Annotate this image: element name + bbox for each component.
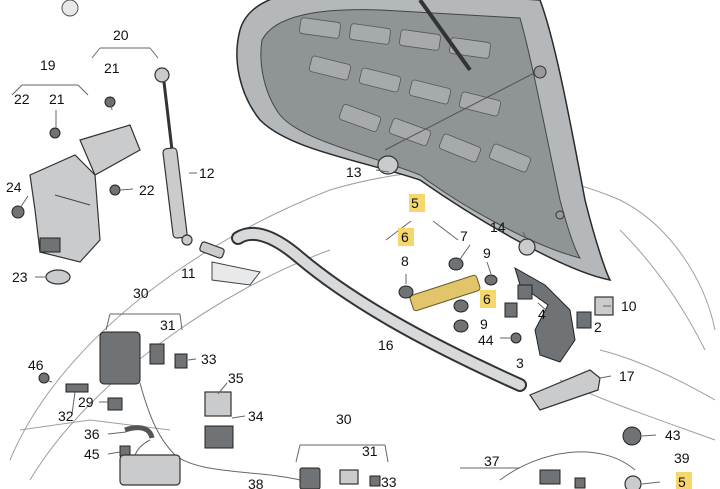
callout-4: 4 (538, 306, 546, 322)
callout-14: 14 (490, 219, 506, 235)
callout-17: 17 (619, 368, 635, 384)
callout-29: 29 (78, 394, 94, 410)
callout-8: 8 (401, 253, 409, 269)
callout-31-upper: 31 (160, 317, 176, 333)
hood-latch-lower (299, 467, 381, 489)
callout-44: 44 (478, 332, 494, 348)
callout-2: 2 (594, 319, 602, 335)
callout-39: 39 (674, 450, 690, 466)
callout-34: 34 (248, 408, 264, 424)
callout-9-lower: 9 (480, 316, 488, 332)
callout-35: 35 (228, 370, 244, 386)
callout-10: 10 (621, 298, 637, 314)
callout-30-upper: 30 (133, 285, 149, 301)
callout-6-lower: 6 (483, 291, 491, 307)
callout-24: 24 (6, 179, 22, 195)
callout-20: 20 (113, 27, 129, 43)
callout-23: 23 (12, 269, 28, 285)
hood-panel (236, 0, 612, 282)
leader-lines (11, 47, 661, 485)
callout-13: 13 (346, 164, 362, 180)
callout-21-left: 21 (49, 91, 65, 107)
callout-11: 11 (181, 265, 196, 281)
callout-22-left: 22 (14, 91, 30, 107)
callout-9-upper: 9 (483, 245, 491, 261)
strut-parts-center (377, 155, 498, 333)
callout-12: 12 (199, 165, 215, 181)
clip-11 (199, 241, 261, 286)
callout-46: 46 (28, 357, 44, 373)
callout-5: 5 (411, 195, 419, 211)
callout-33-upper: 33 (201, 351, 217, 367)
callout-32: 32 (58, 408, 74, 424)
callout-19: 19 (40, 57, 56, 73)
highlight-6a (398, 228, 414, 246)
callout-labels: 19 20 21 22 21 22 24 23 12 13 5 6 7 8 9 … (6, 27, 690, 489)
callout-31-lower: 31 (362, 443, 378, 459)
buffers-right (499, 426, 642, 489)
highlight-5 (409, 194, 425, 212)
hood-hinge-left (29, 124, 141, 263)
gas-strut (154, 67, 193, 246)
callout-22-right: 22 (139, 182, 155, 198)
highlight-6b (480, 290, 496, 308)
callout-38: 38 (248, 476, 264, 489)
callout-21-upper: 21 (104, 60, 120, 76)
callout-3: 3 (516, 355, 524, 371)
callout-5-lower: 5 (678, 474, 686, 489)
callout-43: 43 (665, 427, 681, 443)
callout-33-lower: 33 (381, 474, 397, 489)
highlights (398, 194, 692, 489)
callout-16: 16 (378, 337, 394, 353)
callout-7: 7 (460, 228, 468, 244)
hood-latch (38, 331, 301, 486)
bracket-17 (529, 369, 601, 411)
highlight-5b (676, 472, 692, 489)
seal-strip (231, 226, 527, 392)
callout-30-lower: 30 (336, 411, 352, 427)
callout-45: 45 (84, 446, 100, 462)
callout-36: 36 (84, 426, 100, 442)
callout-6-upper: 6 (401, 229, 409, 245)
hinge-right (504, 238, 614, 363)
callout-37: 37 (484, 453, 500, 469)
